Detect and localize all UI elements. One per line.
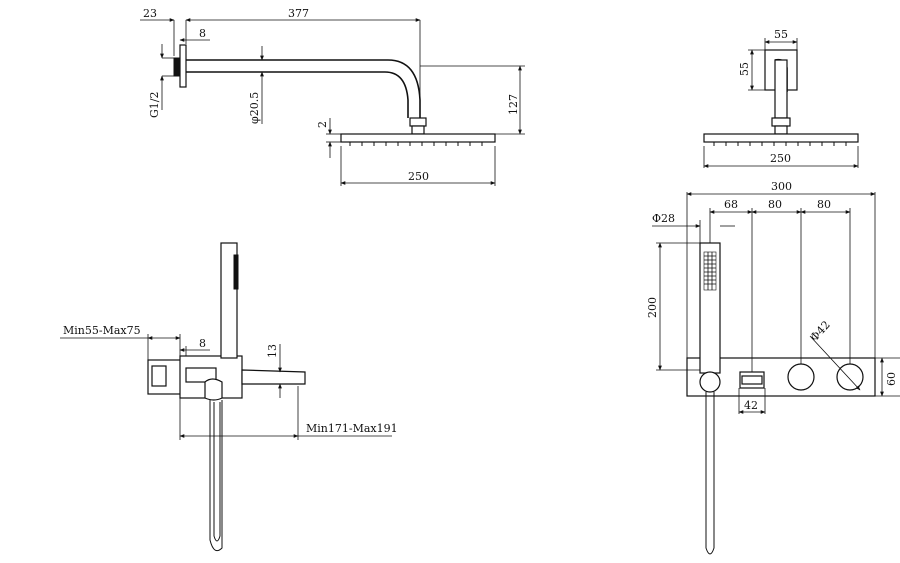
handshower-holder-front xyxy=(699,371,721,393)
front-view-shower-head: 55 55 250 xyxy=(703,28,859,168)
dim-plate-gap: 8 xyxy=(199,27,206,40)
dim-spacing-2: 80 xyxy=(768,198,782,211)
nozzle-row-front xyxy=(713,142,847,146)
rain-head-front xyxy=(703,133,859,143)
dim-spout-height: 13 xyxy=(266,344,279,358)
handshower-nozzles xyxy=(233,254,239,290)
dim-spacing-3: 80 xyxy=(817,198,831,211)
hose-front xyxy=(705,392,715,555)
dim-handset-height: 200 xyxy=(646,297,659,318)
dim-spacing-1: 68 xyxy=(724,198,738,211)
nozzle-row xyxy=(349,142,483,146)
handshower-holder xyxy=(204,378,223,401)
rain-head-side xyxy=(340,133,496,143)
arm-front xyxy=(774,59,788,119)
dim-total-width: 300 xyxy=(771,180,792,193)
dim-arm-length: 377 xyxy=(288,7,309,20)
side-view-shower-arm: 23 377 8 G1/2 φ20.5 127 2 250 xyxy=(140,7,525,186)
shower-arm xyxy=(186,59,421,118)
dim-knob-diameter: Φ42 xyxy=(808,318,833,344)
dim-drop-height: 127 xyxy=(507,94,520,115)
handshower-front xyxy=(699,242,721,374)
dim-head-thickness: 2 xyxy=(316,121,329,128)
dim-plate-gap-side: 8 xyxy=(199,337,206,350)
bath-spout xyxy=(241,369,306,385)
control-knob-2 xyxy=(836,363,864,391)
handshower-grid xyxy=(703,251,717,291)
swivel-nut xyxy=(409,117,427,127)
control-knob-1 xyxy=(787,363,815,391)
wall-flange xyxy=(179,44,187,88)
dim-outlet-width: 42 xyxy=(744,399,758,412)
front-view-mixer: 300 Φ28 68 80 80 200 Φ42 60 42 xyxy=(646,180,900,555)
dim-spout-projection: Min171-Max191 xyxy=(306,422,398,435)
dim-head-width: 250 xyxy=(408,170,429,183)
thread-connector xyxy=(173,57,181,77)
dim-flange-height: 55 xyxy=(738,62,751,76)
hose xyxy=(209,400,223,552)
dim-head-width-front: 250 xyxy=(770,152,791,165)
dim-thread: G1/2 xyxy=(148,92,161,119)
dim-flange-width: 55 xyxy=(774,28,788,41)
dim-wall-depth: Min55-Max75 xyxy=(63,324,141,337)
handshower xyxy=(220,242,238,359)
dim-wall-plate: 23 xyxy=(143,7,157,20)
side-view-mixer: Min55-Max75 8 13 Min171-Max191 xyxy=(60,242,398,552)
dim-arm-diameter: φ20.5 xyxy=(248,92,261,124)
dim-handset-diameter: Φ28 xyxy=(652,212,675,225)
dim-plate-height: 60 xyxy=(885,372,898,386)
